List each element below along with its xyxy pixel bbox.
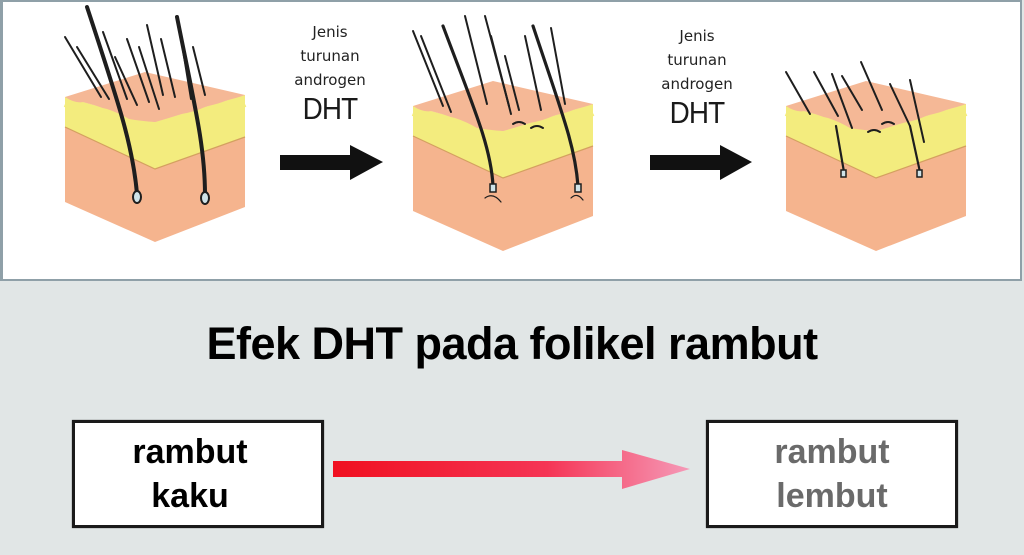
dht-arrow-1 (280, 145, 383, 180)
label-androgen: androgen (661, 75, 733, 93)
diagram-title: Efek DHT pada folikel rambut (206, 318, 818, 369)
skin-block-miniaturized (786, 61, 966, 251)
dht-arrow-2 (650, 145, 752, 180)
label-jenis: Jenis (679, 27, 715, 45)
red-arrow-shape (333, 450, 690, 489)
follicle-illustration (0, 5, 1024, 280)
label-dht: DHT (302, 91, 359, 126)
from-box-line1: rambut (132, 433, 248, 471)
from-box-stiff-hair: rambut kaku (72, 420, 324, 528)
label-turunan: turunan (300, 47, 360, 65)
label-dht: DHT (669, 95, 726, 130)
transition-label-1: Jenis turunan androgen DHT (265, 20, 395, 126)
to-box-soft-hair: rambut lembut (706, 420, 958, 528)
label-jenis: Jenis (312, 23, 348, 41)
to-box-line2: lembut (776, 477, 888, 515)
to-box-line1: rambut (774, 433, 890, 471)
skin-block-normal (65, 5, 245, 242)
from-box-line2: kaku (151, 477, 229, 515)
label-androgen: androgen (294, 71, 366, 89)
transition-arrow (333, 450, 690, 489)
transition-label-2: Jenis turunan androgen DHT (632, 24, 762, 130)
label-turunan: turunan (667, 51, 727, 69)
skin-block-miniaturizing (413, 15, 593, 251)
